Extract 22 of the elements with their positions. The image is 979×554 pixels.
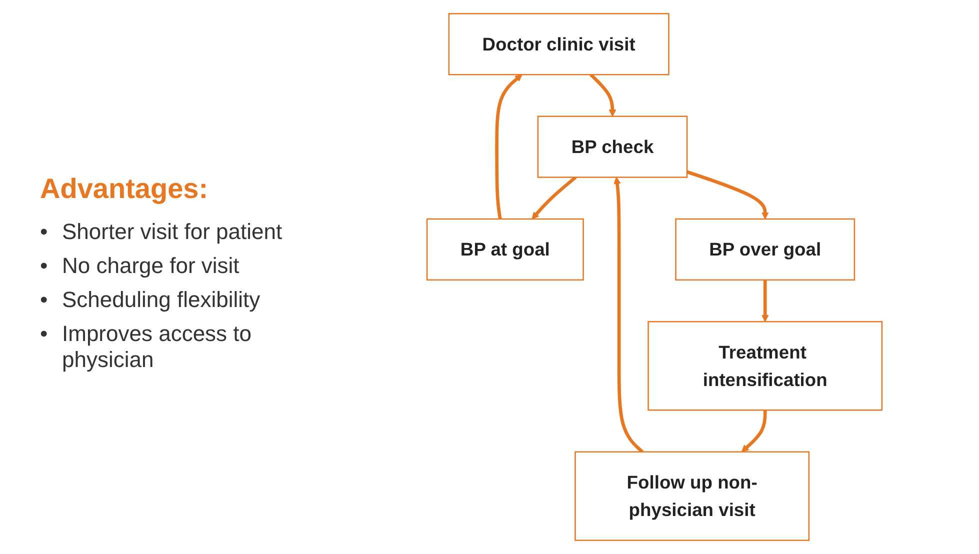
section-heading: Advantages: (40, 173, 210, 205)
node-box: BP over goal (675, 218, 856, 281)
list-item-text: Scheduling flexibility (62, 287, 260, 313)
list-item-text: No charge for visit (62, 253, 240, 279)
bullet-marker: • (40, 219, 49, 245)
arrow (686, 170, 769, 220)
node-box: Doctor clinic visit (448, 13, 670, 76)
bullet-marker: • (40, 321, 49, 348)
arrow (741, 410, 767, 452)
node-box: Treatment intensification (648, 321, 883, 411)
arrow (590, 73, 616, 117)
list-item-text: Shorter visit for patient (62, 219, 282, 245)
list-item-text: Improves access to physician (62, 321, 253, 373)
bullet-marker: • (40, 287, 49, 313)
arrow (532, 176, 577, 220)
arrow (614, 176, 644, 454)
node-box: BP check (537, 116, 688, 178)
arrow (495, 74, 522, 220)
arrow (761, 280, 769, 322)
node-box: Follow up non-physician visit (574, 451, 810, 541)
node-box: BP at goal (426, 218, 584, 281)
bullet-marker: • (40, 253, 49, 279)
